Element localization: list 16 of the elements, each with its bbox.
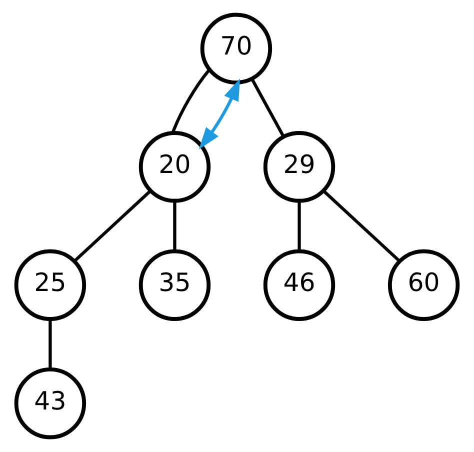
connector <box>48 319 52 370</box>
node-circle: 46 <box>263 249 336 321</box>
node-circle: 29 <box>263 131 336 203</box>
connector <box>171 68 211 134</box>
connector <box>73 190 152 262</box>
node-circle: 70 <box>200 12 272 85</box>
node-circle: 25 <box>14 249 86 321</box>
connector <box>298 201 301 252</box>
arrow <box>198 78 240 150</box>
node-circle: 43 <box>14 367 86 440</box>
node-circle: 35 <box>138 249 211 321</box>
node-circle: 20 <box>138 131 211 203</box>
connector <box>173 201 176 252</box>
connector <box>322 190 401 262</box>
connector <box>250 78 285 138</box>
node-circle: 60 <box>388 249 460 321</box>
